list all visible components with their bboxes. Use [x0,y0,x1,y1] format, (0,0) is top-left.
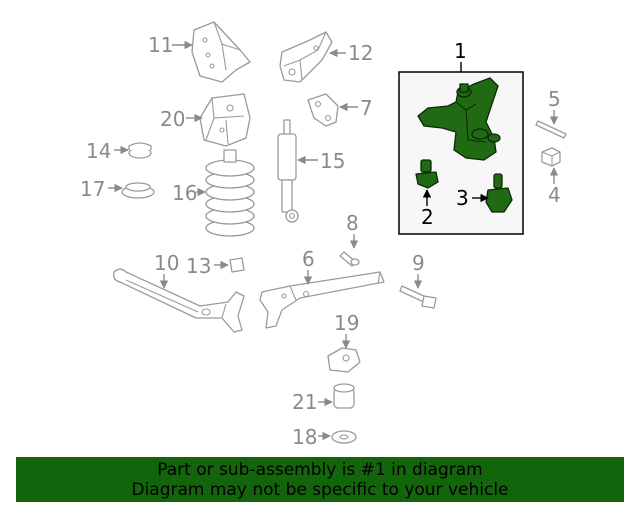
callout-17: 17 [80,177,105,201]
callout-19: 19 [334,311,359,335]
part-18-washer[interactable] [331,430,357,444]
callout-1: 1 [454,39,467,63]
callout-5: 5 [548,87,561,111]
callout-8: 8 [346,211,359,235]
callout-21: 21 [292,390,317,414]
part-19-mount[interactable] [327,347,361,373]
callout-13: 13 [186,254,211,278]
part-11-bracket[interactable] [191,21,251,83]
banner-line-1: Part or sub-assembly is #1 in diagram [157,460,483,480]
callout-11: 11 [148,33,173,57]
part-12-bracket[interactable] [279,31,333,83]
callout-7: 7 [360,96,373,120]
part-1-steering-knuckle[interactable] [417,77,501,161]
banner-line-2: Diagram may not be specific to your vehi… [131,480,509,500]
part-3-ball-joint[interactable] [485,173,513,213]
part-20-bracket[interactable] [199,93,251,147]
callout-6: 6 [302,247,315,271]
callout-18: 18 [292,425,317,449]
part-21-bump-stop[interactable] [333,383,355,409]
callout-14: 14 [86,139,111,163]
part-9-bolt[interactable] [399,285,437,309]
part-4-nut[interactable] [541,147,561,167]
part-17-isolator[interactable] [121,182,155,199]
info-banner: Part or sub-assembly is #1 in diagram Di… [16,457,624,502]
callout-12: 12 [348,41,373,65]
callout-10: 10 [154,251,179,275]
callout-16: 16 [172,181,197,205]
callout-2: 2 [421,205,434,229]
part-2-ball-joint[interactable] [415,159,439,189]
part-7-plate[interactable] [307,93,339,127]
callout-3: 3 [456,186,469,210]
part-13-block[interactable] [229,257,245,273]
callout-4: 4 [548,183,561,207]
part-6-axle-beam[interactable] [259,271,385,329]
part-5-bolt[interactable] [535,120,567,139]
callout-15: 15 [320,149,345,173]
part-16-coil-spring[interactable] [205,149,255,237]
callout-20: 20 [160,107,185,131]
part-8-pin[interactable] [339,251,360,267]
part-10-radius-arm[interactable] [112,268,245,333]
part-15-shock-absorber[interactable] [277,119,299,223]
callout-9: 9 [412,251,425,275]
part-14-pad[interactable] [128,142,152,159]
